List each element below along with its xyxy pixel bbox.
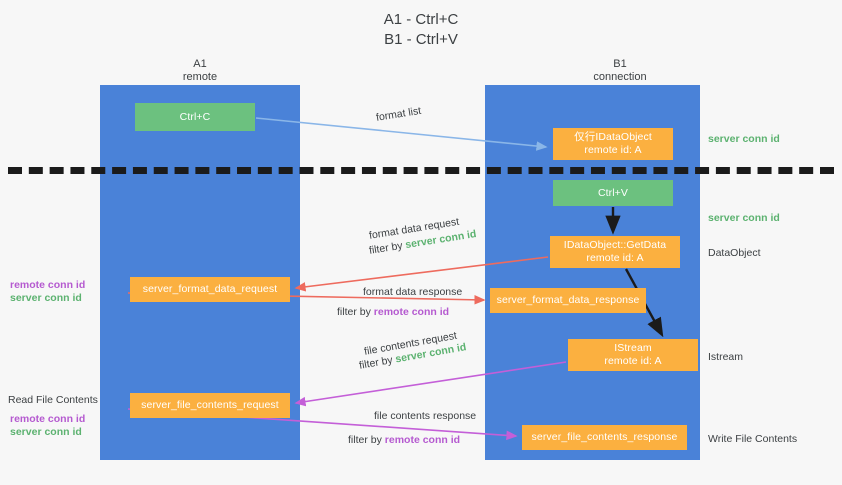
node-idataobject-line1: 仅行IDataObject [574, 131, 652, 143]
page-title: A1 - Ctrl+C B1 - Ctrl+V [0, 10, 842, 50]
filter-value-remote-conn-id-2: remote conn id [384, 434, 461, 446]
node-ctrl-c-label: Ctrl+C [179, 110, 211, 123]
side-label-remote-conn-id-1: remote conn id [10, 279, 86, 291]
edge-label-format-data-response: format data response [363, 286, 463, 298]
phase-separator [8, 167, 834, 174]
node-ctrl-v[interactable]: Ctrl+V [553, 180, 673, 206]
node-server-format-data-response-label: server_format_data_response [496, 294, 640, 306]
node-getdata-line2: remote id: A [586, 252, 644, 264]
edge-label-file-contents-response: file contents response [374, 410, 477, 422]
side-label-server-conn-id-top: server conn id [708, 133, 780, 145]
node-server-format-data-request-label: server_format_data_request [142, 283, 278, 295]
side-label-server-conn-id-mid: server conn id [708, 212, 780, 224]
side-label-remote-conn-id-2: remote conn id [10, 413, 86, 425]
column-header-b1: B1 connection [520, 58, 720, 84]
node-istream-line1: IStream [614, 342, 652, 354]
edge-label-file-contents-response-filter: filter by remote conn id [348, 433, 460, 447]
node-ctrl-v-label: Ctrl+V [597, 186, 629, 199]
node-server-format-data-response[interactable]: server_format_data_response [490, 288, 646, 313]
title-line-1: A1 - Ctrl+C [383, 11, 459, 28]
filter-prefix-4: filter by [348, 434, 385, 446]
column-header-a1-sub: remote [182, 71, 218, 83]
node-idataobject-getdata[interactable]: IDataObject::GetData remote id: A [550, 236, 680, 268]
side-label-read-file-contents: Read File Contents [8, 394, 98, 406]
column-header-a1-name: A1 [193, 58, 207, 70]
column-header-b1-sub: connection [593, 71, 647, 83]
node-istream[interactable]: IStream remote id: A [568, 339, 698, 371]
filter-prefix-2: filter by [337, 306, 374, 318]
edge-label-format-data-response-filter: filter by remote conn id [337, 305, 449, 319]
column-header-a1: A1 remote [120, 58, 280, 84]
column-header-b1-name: B1 [613, 58, 627, 70]
edge-label-format-list: format list [375, 104, 422, 124]
node-idataobject-line2: remote id: A [584, 144, 642, 156]
filter-value-remote-conn-id-1: remote conn id [373, 306, 450, 318]
node-idataobject[interactable]: 仅行IDataObject remote id: A [553, 128, 673, 160]
node-ctrl-c[interactable]: Ctrl+C [135, 103, 255, 131]
side-label-server-conn-id-1: server conn id [10, 292, 82, 304]
node-server-file-contents-request[interactable]: server_file_contents_request [130, 393, 290, 418]
node-server-file-contents-request-label: server_file_contents_request [141, 399, 279, 411]
node-getdata-line1: IDataObject::GetData [563, 239, 667, 251]
side-label-server-conn-id-2: server conn id [10, 426, 82, 438]
node-server-format-data-request[interactable]: server_format_data_request [130, 277, 290, 302]
side-label-write-file-contents: Write File Contents [708, 433, 798, 445]
filter-prefix-3: filter by [358, 353, 397, 372]
node-server-file-contents-response[interactable]: server_file_contents_response [522, 425, 687, 450]
side-label-istream: Istream [708, 351, 744, 363]
side-label-dataobject: DataObject [708, 247, 761, 259]
node-server-file-contents-response-label: server_file_contents_response [531, 431, 678, 443]
title-line-2: B1 - Ctrl+V [384, 31, 458, 48]
node-istream-line2: remote id: A [604, 355, 662, 367]
